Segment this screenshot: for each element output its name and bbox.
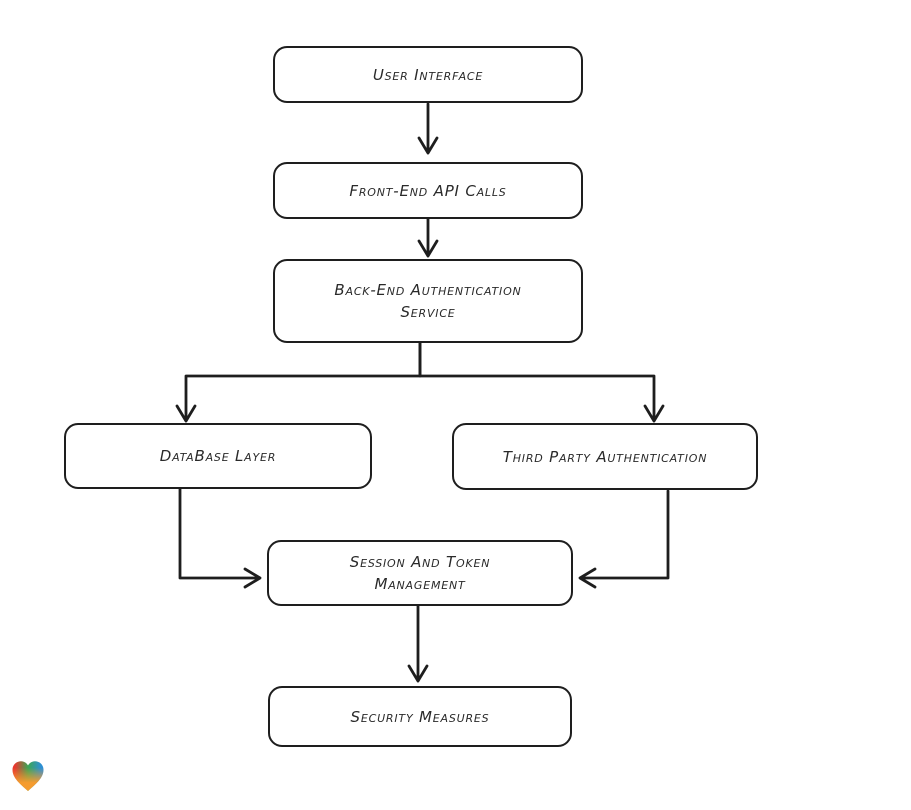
node-third-party-authentication: Third Party Authentication <box>452 423 758 490</box>
node-security-measures-label: Security Measures <box>350 707 490 726</box>
edge-back-end-authentication-service-to-third-party-authentication <box>418 341 665 423</box>
edge-front-end-api-calls-to-back-end-authentication-service <box>417 217 439 258</box>
edge-back-end-authentication-service-to-database-layer <box>175 341 422 423</box>
node-front-end-api-calls: Front-End API Calls <box>273 162 583 219</box>
node-back-end-authentication-service: Back-End Authentication Service <box>273 259 583 343</box>
node-back-end-authentication-service-label: Back-End Authentication Service <box>334 281 522 321</box>
node-front-end-api-calls-label: Front-End API Calls <box>349 181 507 200</box>
node-database-layer-label: DataBase Layer <box>159 447 277 465</box>
node-database-layer: DataBase Layer <box>64 423 372 489</box>
node-user-interface: User Interface <box>273 46 583 103</box>
edge-user-interface-to-front-end-api-calls <box>417 102 439 155</box>
node-third-party-authentication-label: Third Party Authentication <box>502 447 708 466</box>
edge-database-layer-to-session-and-token-management <box>178 487 262 589</box>
node-security-measures: Security Measures <box>268 686 572 747</box>
node-session-and-token-management-label: Session And Token Management <box>349 553 491 593</box>
edge-third-party-authentication-to-session-and-token-management <box>578 489 670 589</box>
node-session-and-token-management: Session And Token Management <box>267 540 573 606</box>
heart-icon <box>12 761 44 791</box>
node-user-interface-label: User Interface <box>372 65 484 84</box>
edge-session-and-token-management-to-security-measures <box>407 604 429 683</box>
